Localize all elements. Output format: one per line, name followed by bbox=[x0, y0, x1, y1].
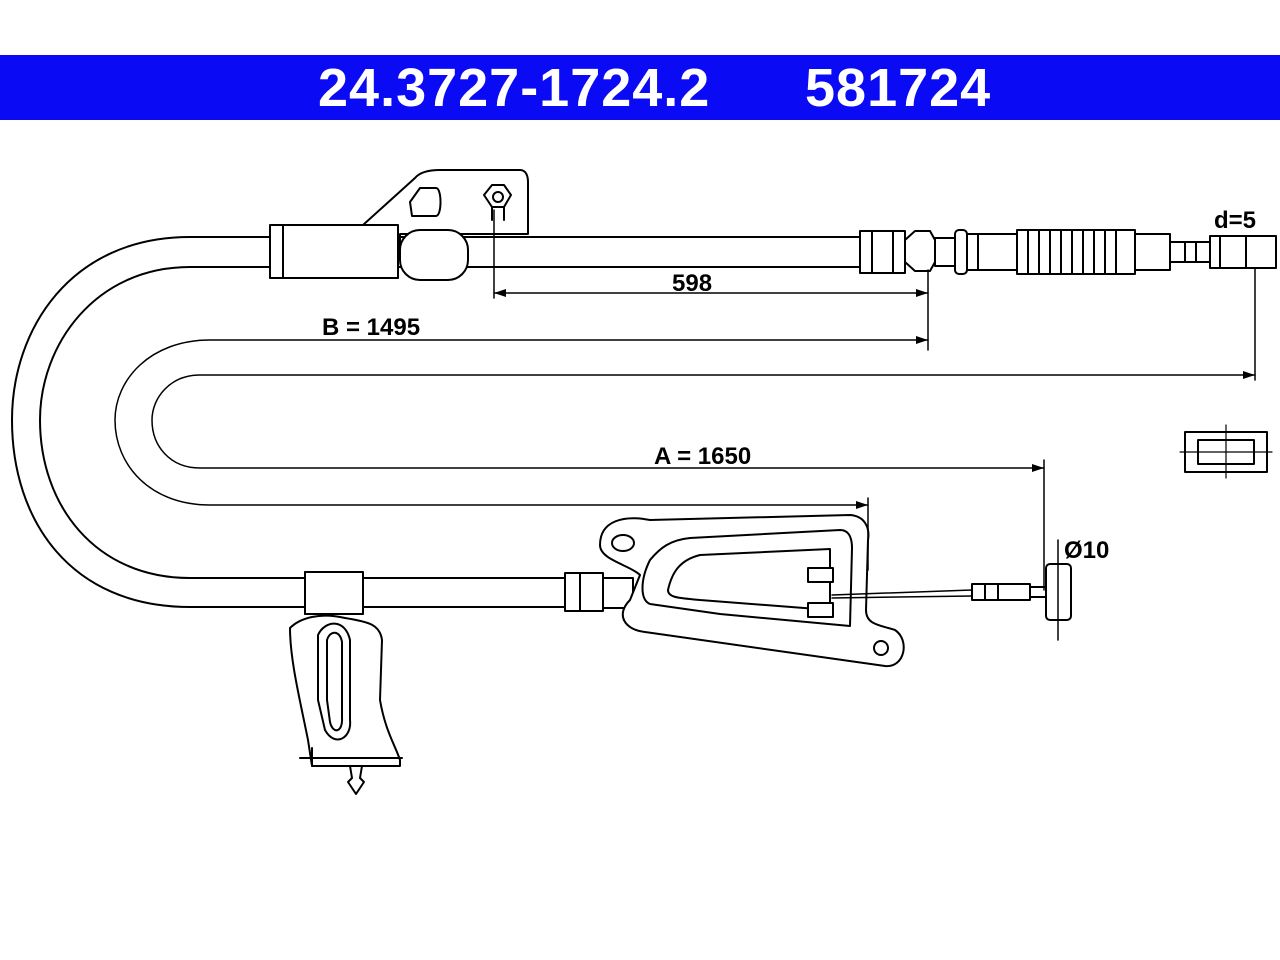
dimension-lines bbox=[493, 209, 1256, 641]
dimension-arrows bbox=[494, 289, 1255, 509]
header-bar: 24.3727-1724.2 581724 bbox=[0, 55, 1280, 120]
end-section-detail bbox=[1179, 424, 1273, 479]
lower-bracket bbox=[564, 514, 905, 668]
part-number-primary: 24.3727-1724.2 bbox=[318, 58, 711, 118]
length-a-label: A = 1650 bbox=[654, 443, 751, 470]
inner-wire bbox=[831, 563, 1072, 621]
lower-clip bbox=[289, 571, 403, 795]
upper-bracket bbox=[269, 169, 529, 281]
end-diameter-label: d=5 bbox=[1214, 207, 1256, 234]
part-number-secondary: 581724 bbox=[805, 58, 992, 118]
clip-distance-label: 598 bbox=[672, 270, 712, 297]
length-b-label: B = 1495 bbox=[322, 314, 420, 341]
cable-sheath bbox=[11, 236, 861, 608]
upper-end-fitting bbox=[859, 229, 1277, 275]
loop-outline bbox=[114, 339, 1256, 506]
nipple-diameter-label: Ø10 bbox=[1064, 537, 1109, 564]
